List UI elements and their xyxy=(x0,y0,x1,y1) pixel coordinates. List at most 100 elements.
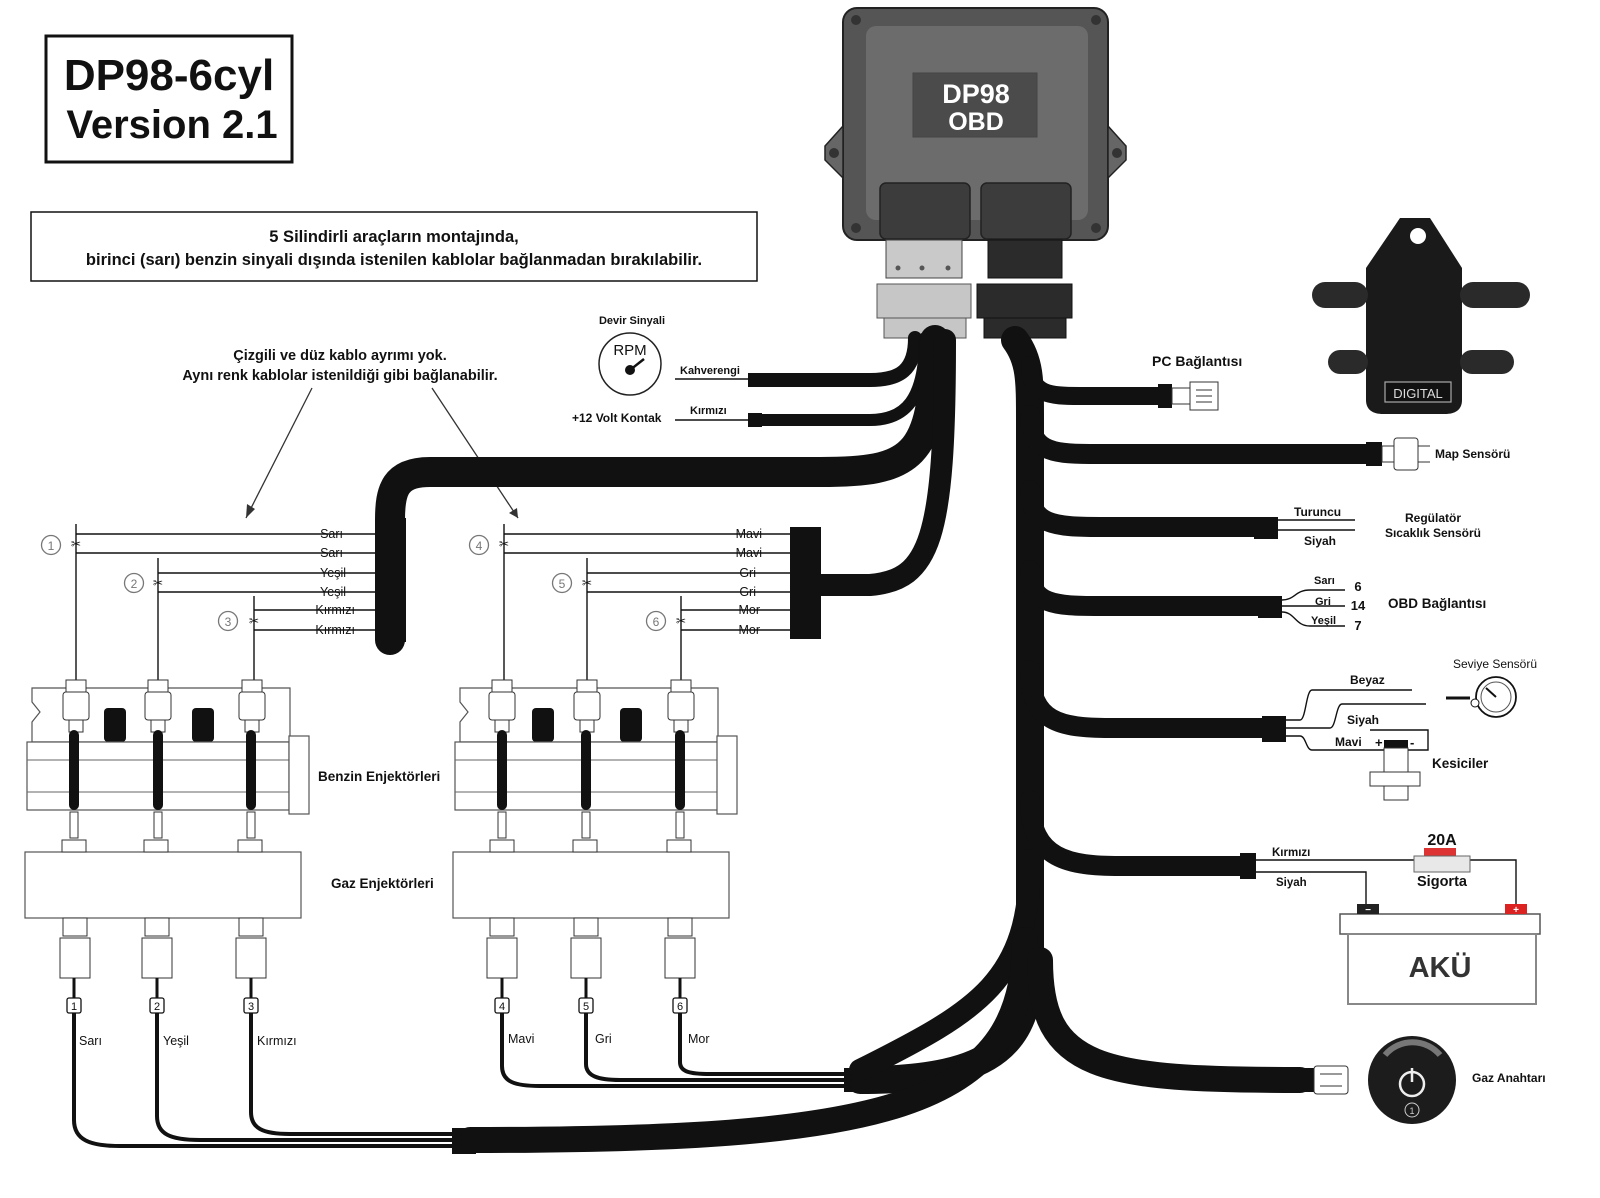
cutoff-plus: + xyxy=(1375,735,1383,750)
battery-minus: − xyxy=(1365,905,1371,916)
title-line2: Version 2.1 xyxy=(66,103,277,147)
gas-injector-wires xyxy=(72,1010,852,1148)
left-wire-6: Kırmızı xyxy=(315,623,355,637)
scissors-icon: ✂ xyxy=(676,614,686,628)
gas-wire-number-2: 2 xyxy=(154,1001,160,1013)
cyl-circle-6: 6 xyxy=(653,615,660,629)
right-gas-rail xyxy=(452,851,730,919)
left-bank-wiring: Sarı Sarı Yeşil Yeşil Kırmızı Kırmızı 1 … xyxy=(40,524,376,680)
injector-column-6 xyxy=(664,679,696,1000)
right-wire-4: Gri xyxy=(739,585,756,599)
gas-wire-number-5: 5 xyxy=(583,1001,589,1013)
scissors-icon: ✂ xyxy=(153,576,163,590)
cyl-circle-5: 5 xyxy=(559,577,566,591)
obd-connection: Sarı Gri Yeşil 6 14 7 OBD Bağlantısı xyxy=(1281,575,1486,633)
injector-column-1 xyxy=(59,679,91,1000)
cyl-circle-3: 3 xyxy=(225,615,232,629)
ecu-label-line1: DP98 xyxy=(942,79,1010,109)
cutoff-wire: Mavi xyxy=(1335,735,1362,749)
note-line2: birinci (sarı) benzin sinyali dışında is… xyxy=(86,251,702,269)
cable-note-line1: Çizgili ve düz kablo ayrımı yok. xyxy=(233,348,447,364)
obd-wire-3: Yeşil xyxy=(1311,615,1336,627)
note-line1: 5 Silindirli araçların montajında, xyxy=(269,228,518,246)
fuse-wire-1: Kırmızı xyxy=(1272,847,1310,859)
right-wire-2: Mavi xyxy=(736,546,762,560)
regulator-wire-2: Siyah xyxy=(1304,534,1336,548)
gas-wire-number-4: 4 xyxy=(499,1001,505,1013)
note-arrowhead-left xyxy=(246,504,255,518)
switch-label: Gaz Anahtarı xyxy=(1472,1071,1546,1085)
cable-note-line2: Aynı renk kablolar istenildiği gibi bağl… xyxy=(182,368,497,384)
gas-wire-color-5: Gri xyxy=(595,1032,612,1046)
fuse-label: Sigorta xyxy=(1417,874,1468,890)
obd-label: OBD Bağlantısı xyxy=(1388,596,1486,611)
gas-wire-colors: Sarı Yeşil Kırmızı Mavi Gri Mor xyxy=(79,1032,710,1048)
obd-pin-1: 6 xyxy=(1354,579,1361,594)
right-bank-wiring: Mavi Mavi Gri Gri Mor Mor 4 5 6 ✂ ✂ ✂ xyxy=(468,524,790,680)
rpm-gauge: Devir Sinyali RPM Kahverengi xyxy=(598,315,750,396)
scissors-icon: ✂ xyxy=(499,537,509,551)
map-sensor-badge: DIGITAL xyxy=(1393,386,1443,401)
obd-wire-2: Gri xyxy=(1315,596,1331,608)
cutoff-label: Kesiciler xyxy=(1432,756,1489,771)
regulator-temp-sensor: Turuncu Siyah Regülatör Sıcaklık Sensörü xyxy=(1278,505,1481,548)
gas-wire-color-4: Mavi xyxy=(508,1032,534,1046)
note-arrow-left xyxy=(245,387,313,519)
ignition-wire: +12 Volt Kontak Kırmızı xyxy=(572,405,750,425)
ecu-unit: DP98 OBD xyxy=(824,7,1127,339)
left-wire-2: Sarı xyxy=(320,546,343,560)
left-wire-4: Yeşil xyxy=(320,585,346,599)
right-wire-6: Mor xyxy=(738,623,760,637)
gas-wire-number-6: 6 xyxy=(677,1001,683,1013)
gas-wire-number-3: 3 xyxy=(248,1001,254,1013)
scissors-icon: ✂ xyxy=(582,576,592,590)
title-line1: DP98-6cyl xyxy=(64,51,274,100)
gas-wire-color-6: Mor xyxy=(688,1032,710,1046)
battery-label: AKÜ xyxy=(1409,951,1472,984)
injector-column-3 xyxy=(235,679,267,1000)
harness-bundle xyxy=(375,325,1382,1153)
regulator-wire-1: Turuncu xyxy=(1294,505,1341,519)
gas-switch: 1 Gaz Anahtarı xyxy=(1300,1036,1546,1124)
scissors-icon: ✂ xyxy=(71,537,81,551)
cutoff-minus: - xyxy=(1410,735,1414,750)
battery-plus: + xyxy=(1513,905,1519,916)
left-bank-connector-block xyxy=(376,518,406,642)
gas-wire-numbers: 1 2 3 4 5 6 xyxy=(66,997,688,1014)
ecu-label-line2: OBD xyxy=(948,108,1004,136)
fuse-wire-2: Siyah xyxy=(1276,877,1307,889)
gas-wire-color-2: Yeşil xyxy=(163,1034,189,1048)
rpm-dial-label: RPM xyxy=(613,342,646,359)
harness-terminals xyxy=(376,373,1286,1154)
right-wire-3: Gri xyxy=(739,566,756,580)
cyl-circle-2: 2 xyxy=(131,577,138,591)
cyl-circle-1: 1 xyxy=(48,539,55,553)
note-arrow-right xyxy=(431,387,519,519)
scissors-icon: ✂ xyxy=(249,614,259,628)
fuse-rating: 20A xyxy=(1427,832,1457,849)
regulator-label-line1: Regülatör xyxy=(1405,511,1461,525)
gas-wire-color-1: Sarı xyxy=(79,1034,102,1048)
level-sensor: Beyaz Siyah Seviye Sensörü xyxy=(1286,657,1537,729)
level-wire-1: Beyaz xyxy=(1350,673,1385,687)
obd-pin-2: 14 xyxy=(1351,598,1366,613)
map-sensor-connector: Map Sensörü xyxy=(1366,437,1510,471)
regulator-label-line2: Sıcaklık Sensörü xyxy=(1385,526,1481,540)
petrol-injectors-label: Benzin Enjektörleri xyxy=(318,769,440,784)
right-wire-1: Mavi xyxy=(736,527,762,541)
rpm-title: Devir Sinyali xyxy=(599,315,665,327)
rpm-wire-label: Kahverengi xyxy=(680,365,740,377)
cyl-circle-4: 4 xyxy=(476,539,483,553)
pc-connector: PC Bağlantısı xyxy=(1152,353,1242,411)
gas-wire-number-1: 1 xyxy=(71,1001,77,1013)
ignition-wire-label: Kırmızı xyxy=(690,405,727,417)
switch-number: 1 xyxy=(1409,1106,1414,1116)
note-arrowhead-right xyxy=(509,508,518,518)
montage-note: 5 Silindirli araçların montajında, birin… xyxy=(30,211,758,282)
right-bank-connector-block xyxy=(790,527,821,639)
injector-column-5 xyxy=(570,679,602,1000)
obd-pin-3: 7 xyxy=(1354,618,1361,633)
left-wire-5: Kırmızı xyxy=(315,603,355,617)
level-wire-2: Siyah xyxy=(1347,713,1379,727)
cable-note: Çizgili ve düz kablo ayrımı yok. Aynı re… xyxy=(182,348,519,519)
